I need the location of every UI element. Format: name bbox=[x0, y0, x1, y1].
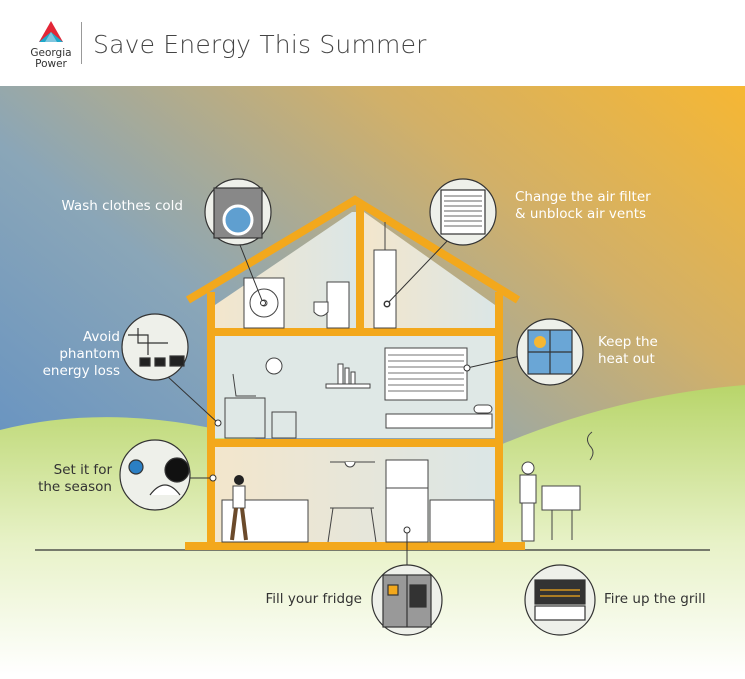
shelf bbox=[325, 383, 371, 389]
desk bbox=[224, 397, 266, 439]
bed bbox=[385, 413, 493, 429]
person-thermostat bbox=[230, 475, 248, 541]
person-grilling bbox=[519, 431, 594, 542]
logo-text-line2: Power bbox=[35, 58, 67, 70]
tip-heat-line2: heat out bbox=[598, 351, 655, 367]
washer-callout-icon bbox=[204, 178, 272, 246]
phantom-energy-callout-icon bbox=[121, 313, 189, 381]
toilet bbox=[313, 301, 329, 317]
thermostat-callout-icon bbox=[119, 439, 191, 511]
tip-season-line1: Set it for bbox=[53, 462, 112, 478]
page-title: Save Energy This Summer bbox=[93, 30, 427, 59]
header-divider bbox=[81, 22, 82, 64]
logo-triangle-icon bbox=[39, 21, 63, 42]
house-illustration bbox=[0, 86, 745, 675]
water-heater bbox=[373, 249, 397, 329]
header: Georgia Power Save Energy This Summer bbox=[0, 0, 745, 86]
infographic-scene: Wash clothes cold Change the air filter … bbox=[0, 86, 745, 675]
tip-wash-label: Wash clothes cold bbox=[61, 198, 183, 214]
tip-season-label: Set it for the season bbox=[38, 462, 112, 496]
wall-clock bbox=[265, 357, 283, 375]
window-sun-callout-icon bbox=[516, 318, 584, 386]
house-frame bbox=[185, 195, 525, 550]
tip-phantom-line3: energy loss bbox=[42, 363, 120, 379]
tip-filter-line2: & unblock air vents bbox=[515, 206, 647, 222]
tip-filter-line1: Change the air filter bbox=[515, 189, 651, 205]
tip-heat-line1: Keep the bbox=[598, 334, 658, 350]
fridge-callout-icon bbox=[371, 564, 443, 636]
tip-phantom-line1: Avoid bbox=[82, 329, 120, 345]
logo-text-line1: Georgia bbox=[30, 47, 72, 59]
tip-season-line2: the season bbox=[38, 479, 112, 495]
air-filter-callout-icon bbox=[429, 178, 497, 246]
grill-callout-icon bbox=[524, 564, 596, 636]
window-blinds bbox=[384, 347, 468, 401]
georgia-power-logo: Georgia Power bbox=[30, 20, 72, 70]
tip-grill-label: Fire up the grill bbox=[604, 591, 706, 607]
tip-heat-label: Keep the heat out bbox=[598, 334, 658, 368]
tip-filter-label: Change the air filter & unblock air vent… bbox=[515, 189, 651, 223]
tip-phantom-label: Avoid phantom energy loss bbox=[43, 329, 120, 380]
chair bbox=[271, 411, 297, 439]
tip-fridge-label: Fill your fridge bbox=[265, 591, 362, 607]
grill bbox=[541, 485, 581, 511]
tip-phantom-line2: phantom bbox=[59, 346, 120, 362]
sink-cabinet bbox=[326, 281, 350, 329]
kitchen-cabinet bbox=[429, 499, 495, 543]
